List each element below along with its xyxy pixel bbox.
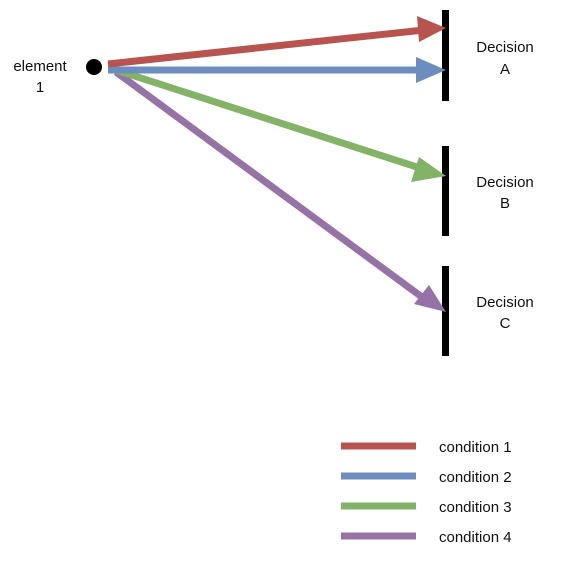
legend-label: condition 1 bbox=[439, 439, 512, 456]
legend-label: condition 4 bbox=[439, 529, 512, 546]
legend-label: condition 3 bbox=[439, 499, 512, 516]
decision-bar-c bbox=[442, 266, 449, 356]
legend-label: condition 2 bbox=[439, 469, 512, 486]
legend-item: condition 2 bbox=[341, 469, 512, 486]
decision-b-label-line2: B bbox=[500, 195, 510, 212]
legend-item: condition 3 bbox=[341, 499, 512, 516]
arrow-condition-2 bbox=[108, 57, 446, 83]
decision-c-label-line1: Decision bbox=[476, 294, 534, 311]
source-label-line1: element bbox=[13, 58, 67, 75]
arrow-condition-4 bbox=[113, 69, 446, 312]
decision-bar-a bbox=[442, 10, 449, 101]
source-node bbox=[86, 59, 102, 75]
arrow-condition-3 bbox=[114, 66, 446, 182]
source-label-line2: 1 bbox=[36, 79, 44, 96]
arrow-condition-1 bbox=[107, 16, 446, 68]
decision-a-label-line2: A bbox=[500, 61, 510, 78]
decision-b-label-line1: Decision bbox=[476, 174, 534, 191]
decision-c-label-line2: C bbox=[500, 315, 511, 332]
decision-bar-b bbox=[442, 146, 449, 236]
legend-item: condition 1 bbox=[341, 439, 512, 456]
legend-item: condition 4 bbox=[341, 529, 512, 546]
legend: condition 1 condition 2 condition 3 cond… bbox=[341, 439, 512, 546]
decision-a-label-line1: Decision bbox=[476, 39, 534, 56]
